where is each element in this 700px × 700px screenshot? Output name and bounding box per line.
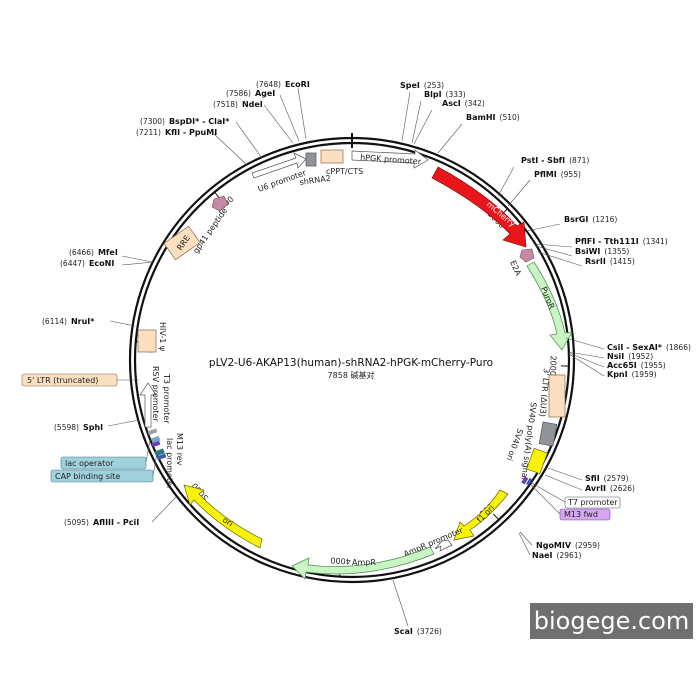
t7-label: T7 promoter [567,498,618,507]
hiv-psi-label: HIV-1 ψ [158,322,167,351]
ltr5-box [21,373,118,387]
shrna2-label: shRNA2 [299,174,331,187]
ampr-label: AmpR [352,558,376,567]
plasmid-title: pLV2-U6-AKAP13(human)-shRNA2-hPGK-mCherr… [209,357,493,369]
site-label-bsrgi: BsrGI (1216) [564,209,617,226]
m13fwd-label: M13 fwd [564,510,598,519]
plasmid-size: 7858 碱基对 [328,370,375,380]
site-label-afliii: (5095) AflIII - PciI [64,512,139,529]
tick-mark [214,191,220,199]
lac-operator-label: lac operator [65,459,114,468]
ori-feature [183,484,263,549]
puror-feature [526,261,573,351]
cap-site-box [50,469,154,483]
u6-promoter-feature [251,152,307,179]
site-label-spei: SpeI (253) [400,75,444,92]
ltr3-feature [548,374,566,418]
hpgk-promoter-feature [351,149,429,169]
site-label-rsrii: RsrII (1415) [585,251,635,268]
site-label-sphi: (5598) SphI [54,417,103,434]
rsv-promoter-feature [139,382,157,428]
tick-mark [492,513,500,521]
t7-mark [521,476,529,485]
m13fwd-leader [530,484,561,515]
watermark: biogege.com [530,603,693,639]
tick-label: 4000 [330,556,351,566]
site-label-kpni: KpnI (1959) [607,364,657,381]
site-label-bsiwi: BsiWI (1355) [575,241,629,258]
site-label-ndei: (7518) NdeI [213,94,263,111]
site-label-mfei: (6466) MfeI [69,242,118,259]
hiv-psi-feature [137,329,157,353]
site-label-agei: (7586) AgeI [226,83,275,100]
ltr5-label: 5' LTR (truncated) [27,376,98,385]
sv40ori-feature [526,447,548,475]
restriction-site-labels: SpeI (253) BlpI (333) AscI (342) BamHI (… [42,74,691,638]
e2a-feature [519,248,535,263]
site-label-naei: NaeI (2961) [532,545,582,562]
site-label-nrui: (6114) NruI* [42,311,95,328]
site-label-pflmi: PflMI (955) [534,164,581,181]
t7-leader [529,481,566,503]
f1ori-feature [453,489,509,541]
site-label-asci: AscI (342) [442,93,485,110]
cppt-label: cPPT/CTS [326,167,363,176]
site-label-nsii: NsiI (1952) [607,346,653,363]
m13rev-label: M13 rev [175,433,184,466]
site-label-blpi: BlpI (333) [424,84,466,101]
e2a-label: E2A [508,259,523,277]
t7-box [564,496,621,509]
site-label-sfii: SfiI (2579) [585,468,629,485]
cap-site-mark [154,448,165,457]
site-label-avrii: AvrII (2626) [585,478,635,495]
sv40polya-feature [538,421,558,447]
ampr-promoter-feature [434,539,453,552]
shrna2-feature [305,152,317,167]
ltr3-label: 3' LTR (ΔU3) [538,368,551,417]
m13fwd-box [559,508,611,521]
cppt-feature [320,149,344,164]
site-label-psti: PstI - SbfI (871) [521,150,589,167]
lac-operator-leader [145,439,151,463]
site-label-bspdi: (7300) BspDI* - ClaI* [140,111,230,128]
site-label-ecori: (7648) EcoRI [256,74,310,91]
site-label-pflfi: PflFI - Tth111I (1341) [575,231,668,248]
site-label-scai: ScaI (3726) [394,621,442,638]
cap-site-label: CAP binding site [55,472,120,481]
t3-promoter-label: T3 promoter [162,373,171,424]
tick-label: 2000 [548,355,558,376]
cap-site-leader [152,451,158,477]
lac-promoter-label: lac promoter [165,438,174,490]
site-label-bamhi: BamHI (510) [466,107,520,124]
sv40ori-label: SV40 ori [505,427,525,462]
mcherry-feature [431,166,527,248]
lac-operator-mark [151,435,161,444]
gp41-label: gp41 peptide [191,206,229,255]
site-label-econi: (6447) EcoNI [60,253,114,270]
rre-feature [163,225,201,261]
rsv-promoter-label: RSV promoter [151,366,160,422]
lac-promoter-mark [156,453,167,461]
lac-operator-box [60,456,147,470]
site-label-acc65i: Acc65I (1955) [607,355,666,372]
site-label-kfli: (7211) KflI - PpuMI [136,122,217,139]
m13rev-mark [151,440,161,448]
hpgk-label: hPGK promoter [360,153,422,166]
t3-mark [147,428,158,436]
site-leaders [107,87,605,627]
site-label-csii: CsiI - SexAI* (1866) [607,337,691,354]
ampr-feature [291,546,435,580]
site-label-ngomiv: NgoMIV (2959) [536,535,600,552]
m13fwd-mark [526,477,533,486]
gp41-feature [211,195,229,212]
